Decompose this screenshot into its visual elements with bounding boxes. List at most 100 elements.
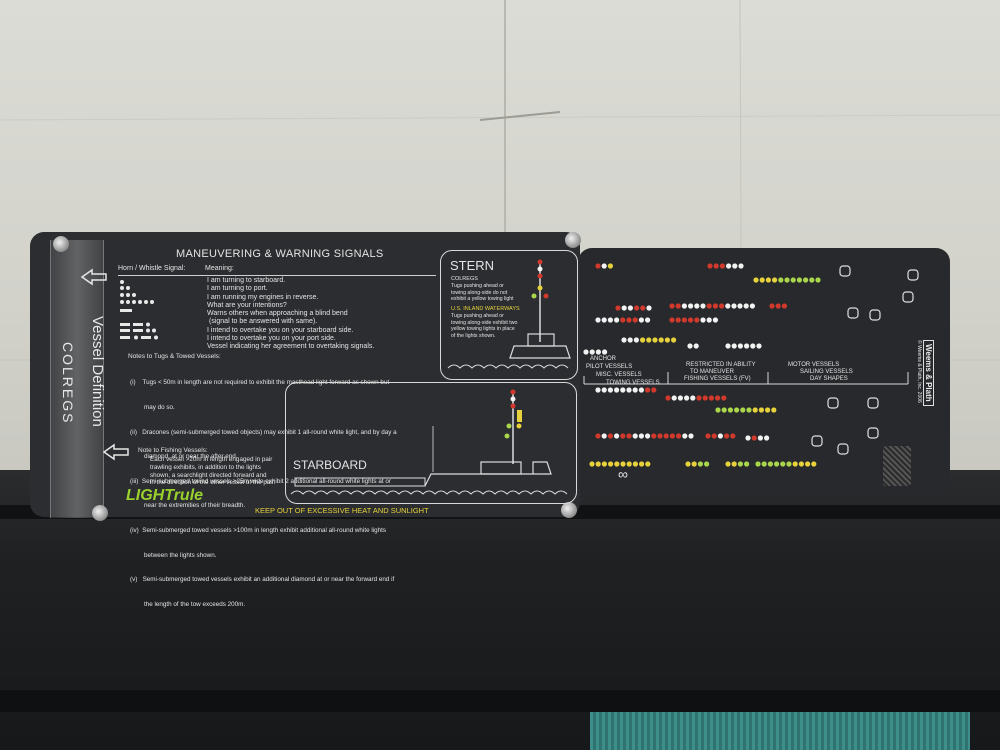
legend-light-dot [693,343,699,349]
barcode-patch [883,446,911,486]
whistle-signals [120,280,158,340]
legend-light-dot [688,303,694,309]
label-restricted-2: TO MANEUVER [690,369,734,375]
legend-light-dot [645,387,651,393]
legend-light-dot [633,337,639,343]
legend-light-dot [632,387,638,393]
legend-light-dot [731,303,737,309]
day-shape-outline [902,291,914,303]
legend-light-dot [601,387,607,393]
legend-light-dot [607,433,613,439]
fishing-note: Each vessel >20m in length engaged in pa… [150,456,273,463]
meaning-6: (signal to be answered with same). [209,318,318,326]
colregs-card[interactable] [30,232,580,517]
stern-panel [440,250,578,380]
legend-light-dot [738,263,744,269]
legend-light-dot [705,433,711,439]
fishing-note: shown, a searchlight directed forward an… [150,471,267,479]
card-title: MANEUVERING & WARNING SIGNALS [176,248,384,260]
legend-light-dot [638,317,644,323]
legend-light-dot [803,277,809,283]
legend-light-dot [669,303,675,309]
header-rule [118,275,436,276]
vessel-definition-label: Vessel Definition [89,316,106,427]
meaning-7: I intend to overtake you on your starboa… [207,326,354,334]
legend-light-dot [730,433,736,439]
legend-light-dot [750,343,756,349]
legend-light-dot [732,263,738,269]
day-shape-outline [907,269,919,281]
legend-light-dot [792,461,798,467]
legend-light-dot [749,303,755,309]
tugs-note: near the extremities of their breadth. [130,502,246,510]
us-line: of the lights shown. [451,332,496,339]
legend-light-dot [626,461,632,467]
legend-light-dot [778,277,784,283]
legend-light-dot [602,349,608,355]
tugs-note: (iv) Semi-submerged towed vessels >100m … [130,527,387,535]
legend-light-dot [725,343,731,349]
legend-light-dot [645,461,651,467]
legend-light-dot [746,407,752,413]
stern-line: exhibit a yellow towing light [451,296,514,302]
day-shape-outline [867,397,879,409]
tugs-note: (v) Semi-submerged towed vessels exhibit… [130,576,395,584]
legend-light-dot [671,395,677,401]
legend-light-dot [595,461,601,467]
maker-logo: Weems & Plath [923,340,934,406]
meaning-2: I am turning to port. [207,285,268,293]
legend-light-dot [640,305,646,311]
legend-light-dot [614,433,620,439]
legend-light-dot [607,317,613,323]
legend-light-dot [687,343,693,349]
legend-light-dot [589,349,595,355]
rivet-bottom-left [92,505,108,521]
day-shape-outline [869,309,881,321]
legend-light-dot [640,337,646,343]
legend-light-dot [657,433,663,439]
stern-vessel-drawing [447,259,571,369]
legend-light-dot [639,461,645,467]
legend-light-dot [685,461,691,467]
legend-light-dot [719,303,725,309]
legend-light-dot [583,349,589,355]
rivet-top-left [53,236,69,252]
meaning-3: I am running my engines in reverse. [207,293,319,301]
legend-light-dot [671,337,677,343]
legend-light-dot [632,317,638,323]
legend-light-dot [767,461,773,467]
legend-light-dot [764,435,770,441]
legend-light-dot [809,277,815,283]
rivet-bottom-right [561,502,577,518]
legend-light-dot [744,343,750,349]
legend-light-dot [646,337,652,343]
legend-light-dot [702,395,708,401]
legend-light-dot [601,317,607,323]
legend-light-dot [626,317,632,323]
starboard-vessel-drawing [290,389,568,495]
copyright: © Weems & Plath, Inc. 2006 [916,340,922,403]
legend-light-dot [595,349,601,355]
legend-light-dot [700,303,706,309]
legend-light-dot [697,461,703,467]
day-shape-outline [847,307,859,319]
legend-light-dot [627,305,633,311]
legend-light-dot [626,433,632,439]
legend-lights [583,263,919,467]
legend-light-dot [704,461,710,467]
legend-light-dot [646,305,652,311]
legend-light-dot [681,303,687,309]
label-misc: MISC. VESSELS [596,372,642,378]
legend-light-dot [691,461,697,467]
legend-light-dot [658,337,664,343]
legend-light-dot [780,461,786,467]
legend-light-dot [645,433,651,439]
legend-light-dot [620,387,626,393]
legend-light-dot [744,461,750,467]
legend-light-dot [688,317,694,323]
legend-card[interactable]: ANCHOR PILOT VESSELS MISC. VESSELS TOWIN… [578,248,950,498]
legend-light-dot [700,317,706,323]
legend-light-dot [725,303,731,309]
meaning-1: I am turning to starboard. [207,277,286,284]
legend-light-dot [721,407,727,413]
